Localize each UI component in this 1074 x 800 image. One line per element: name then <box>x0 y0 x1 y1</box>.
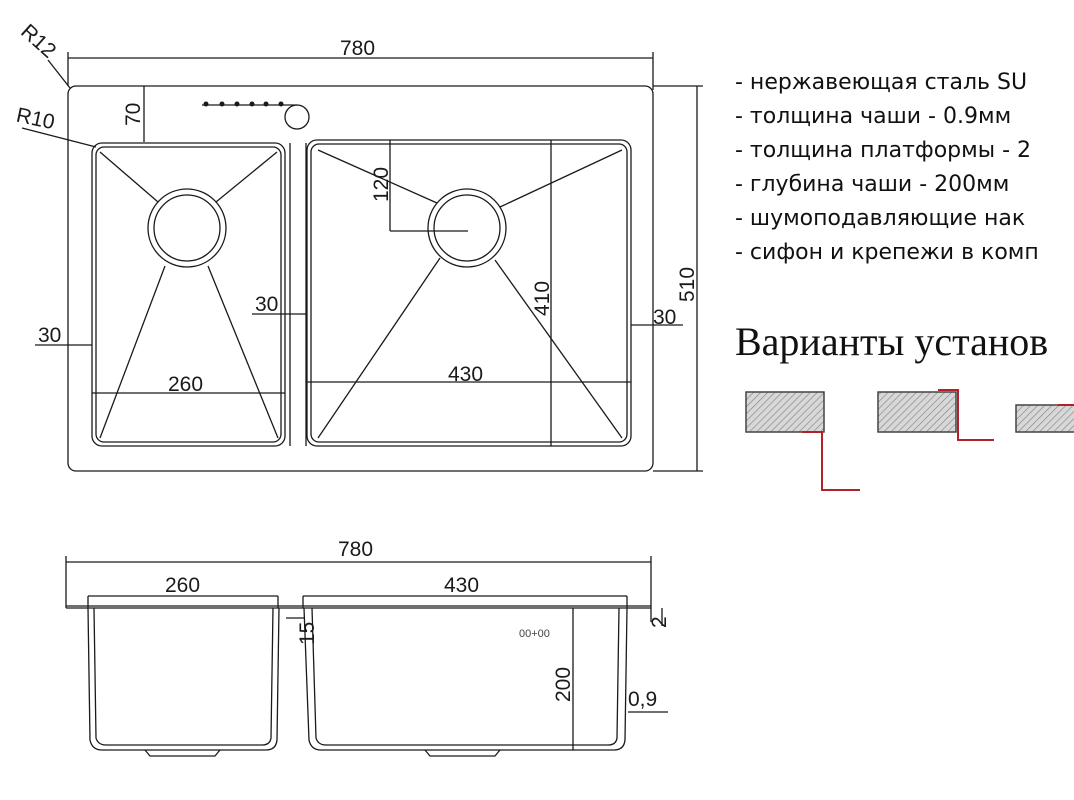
spec-list: - нержавеющая сталь SU - толщина чаши - … <box>735 66 1074 270</box>
label-side-width: 780 <box>338 538 373 561</box>
side-small-bowl <box>87 607 280 751</box>
label-wall-thickness: 0,9 <box>628 688 657 711</box>
label-side-left: 30 <box>38 324 61 347</box>
top-view <box>21 52 703 472</box>
spec-item: - нержавеющая сталь SU <box>735 70 1028 95</box>
mount-overmount <box>1015 404 1074 433</box>
variants-title: Варианты установ <box>735 319 1049 364</box>
label-top-width: 780 <box>340 37 375 60</box>
side-view-labels: 780 260 430 15 200 2 0,9 00+00 <box>165 538 671 711</box>
spec-item: - толщина платформы - 2 <box>735 138 1032 163</box>
label-r10: R10 <box>14 104 56 135</box>
r12-leader <box>47 59 71 89</box>
tap-dots <box>203 101 284 107</box>
large-bowl <box>306 139 632 447</box>
spec-item: - глубина чаши - 200мм <box>735 172 1010 197</box>
sink-outline <box>67 85 654 472</box>
small-bowl-drain <box>147 188 227 268</box>
label-bowl-gap: 120 <box>370 167 393 202</box>
label-total-depth: 510 <box>676 267 699 302</box>
label-side-small-bowl: 260 <box>165 574 200 597</box>
label-deck-depth: 70 <box>122 103 145 126</box>
label-side-right: 30 <box>653 306 676 329</box>
label-offset: 15 <box>296 622 319 645</box>
spec-item: - сифон и крепежи в комп <box>735 240 1039 265</box>
mount-undermount <box>745 391 860 491</box>
large-bowl-drain <box>427 188 507 268</box>
label-bowl-depth: 200 <box>552 667 575 702</box>
top-view-labels: R12 R10 780 70 120 260 430 410 510 30 30… <box>14 20 699 396</box>
spec-item: - шумоподавляющие нак <box>735 206 1026 231</box>
mount-variants <box>745 389 1074 491</box>
side-view <box>65 556 668 757</box>
faucet-hole <box>284 104 310 130</box>
small-bowl <box>91 142 286 447</box>
r10-leader <box>21 127 97 148</box>
logo-mark: 00+00 <box>519 628 550 640</box>
label-platform-thickness: 2 <box>648 616 671 628</box>
side-large-bowl <box>303 607 628 751</box>
mount-flush <box>877 389 994 441</box>
label-large-bowl-width: 430 <box>448 363 483 386</box>
label-side-large-bowl: 430 <box>444 574 479 597</box>
label-r12: R12 <box>16 20 60 63</box>
label-small-bowl-width: 260 <box>168 373 203 396</box>
spec-item: - толщина чаши - 0.9мм <box>735 104 1012 129</box>
label-large-bowl-depth: 410 <box>531 281 554 316</box>
label-divider: 30 <box>255 293 278 316</box>
